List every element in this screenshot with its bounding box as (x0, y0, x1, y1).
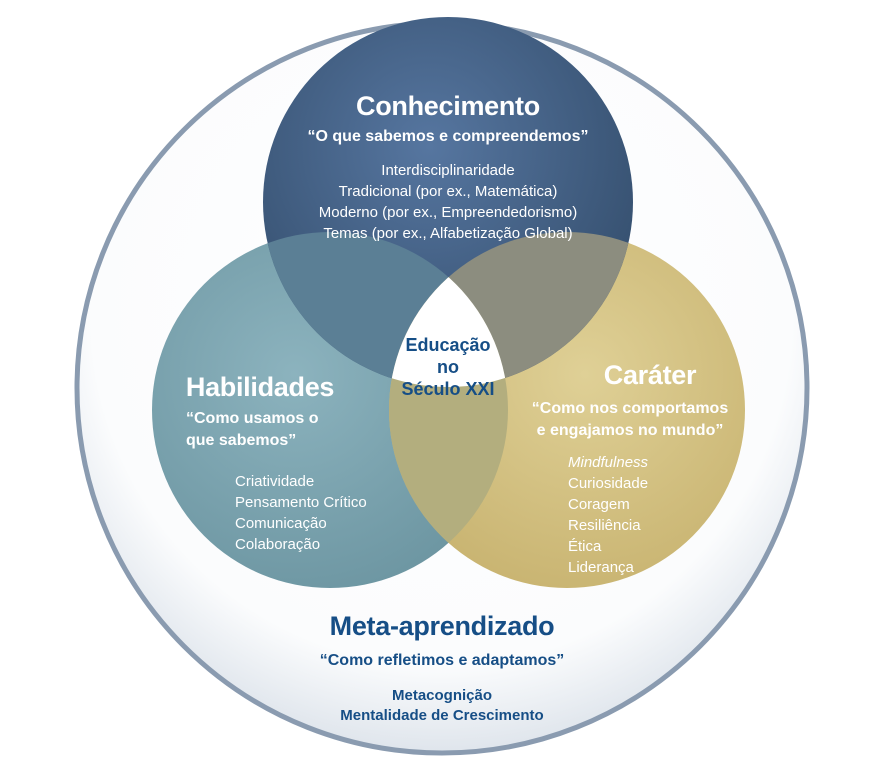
knowledge-item: Interdisciplinaridade (381, 162, 515, 179)
center-label: Educação no Século XXI (378, 334, 518, 400)
meta-items: Metacognição Mentalidade de Crescimento (242, 686, 642, 726)
meta-item: Metacognição (391, 687, 493, 704)
meta-title: Meta-aprendizado (329, 611, 555, 641)
knowledge-item: Temas (por ex., Alfabetização Global) (323, 225, 573, 242)
meta-item: Mentalidade de Crescimento (340, 707, 544, 724)
knowledge-item: Tradicional (por ex., Matemática) (338, 183, 558, 200)
skills-title: Habilidades (185, 372, 335, 402)
character-subtitle-line: e engajamos no mundo” (536, 422, 724, 439)
skills-item: Pensamento Crítico (235, 494, 367, 511)
character-subtitle: “Como nos comportamos e engajamos no mun… (500, 398, 760, 442)
knowledge-title: Conhecimento (356, 91, 540, 121)
center-line: Educação (405, 335, 491, 355)
character-item: Mindfulness (568, 454, 649, 471)
skills-item: Criatividade (235, 473, 315, 490)
character-item: Liderança (568, 559, 634, 576)
knowledge-subtitle: “O que sabemos e compreendemos” (307, 128, 589, 145)
knowledge-items: Interdisciplinaridade Tradicional (por e… (248, 160, 648, 244)
character-subtitle-line: “Como nos comportamos (531, 400, 729, 417)
character-item: Ética (568, 538, 602, 555)
skills-subtitle-line: que sabemos” (186, 432, 297, 449)
character-item: Curiosidade (568, 475, 649, 492)
character-title: Caráter (603, 360, 697, 390)
character-item: Resiliência (568, 517, 641, 534)
knowledge-item: Moderno (por ex., Empreendedorismo) (318, 204, 578, 221)
center-line: Século XXI (401, 379, 495, 399)
character-item: Coragem (568, 496, 630, 513)
center-line: no (437, 357, 459, 377)
skills-item: Comunicação (235, 515, 327, 532)
meta-subtitle: “Como refletimos e adaptamos” (319, 652, 565, 669)
center-overlap (389, 232, 508, 387)
skills-items: Criatividade Pensamento Crítico Comunica… (235, 471, 367, 555)
knowledge-skills-overlap (263, 232, 508, 387)
character-items: Mindfulness Curiosidade Coragem Resiliên… (568, 452, 648, 578)
skills-subtitle-line: “Como usamos o (186, 410, 319, 427)
skills-item: Colaboração (235, 536, 321, 553)
skills-subtitle: “Como usamos o que sabemos” (186, 408, 318, 452)
knowledge-character-overlap (389, 232, 633, 387)
